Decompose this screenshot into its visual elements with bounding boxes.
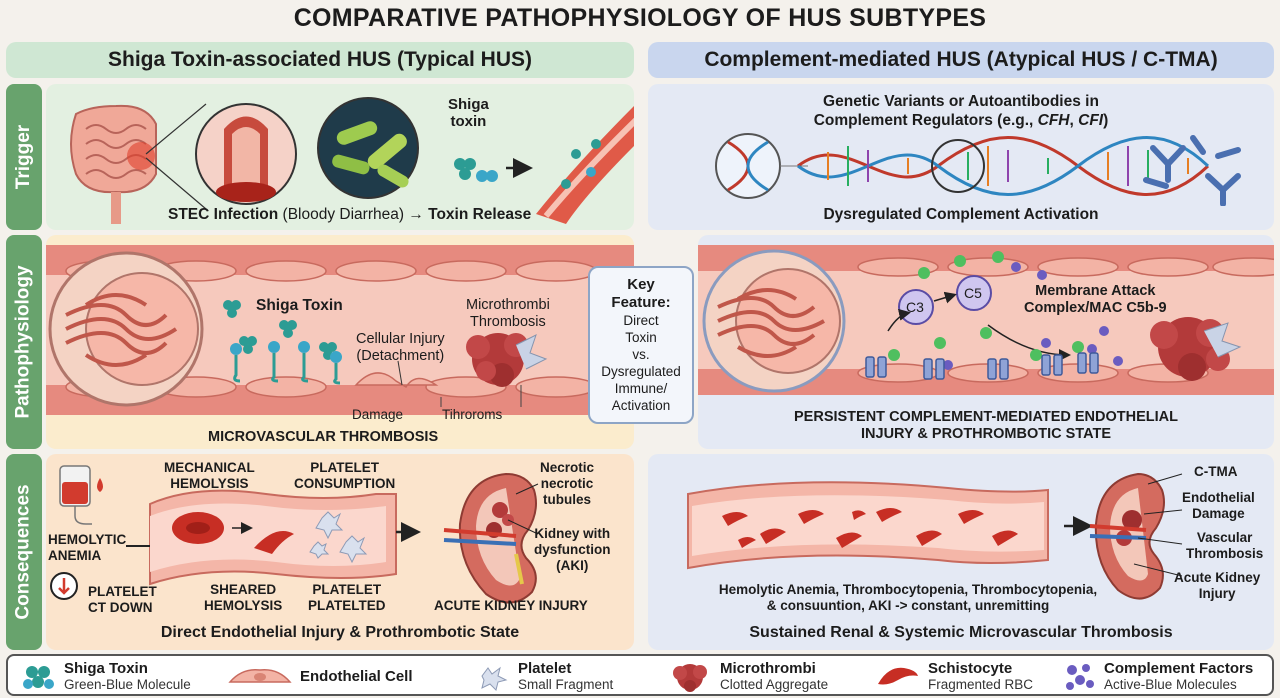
ctma-label: C-TMA [1194,464,1238,479]
toxin-receptors-icon [223,300,342,385]
platelet-platelted-label: PLATELET PLATELTED [308,582,386,613]
patho-left-panel: Shiga Toxin Cellular Injury (Detachment)… [46,235,634,449]
cell-injury-icon [354,360,439,389]
complement-factors-icon [1066,663,1094,690]
trigger-left-illustration [70,97,634,224]
mac-label: Membrane Attack Complex/MAC C5b-9 [1024,283,1167,316]
glomerulus-right-icon [702,249,846,393]
patho-left-caption: MICROVASCULAR THROMBOSIS [208,429,439,445]
blood-vessel-icon [536,106,634,224]
necrotic-tubules-label: Necrotic necrotic tubules [540,460,595,507]
conseq-right-caption: Sustained Renal & Systemic Microvascular… [749,624,1173,641]
endothelial-cell-icon [228,669,292,683]
bloody-mucosa-icon [195,103,297,205]
autoantibody-icon [1143,135,1241,206]
row-label-consequences: Consequences [6,454,42,650]
left-column-header: Shiga Toxin-associated HUS (Typical HUS) [6,42,634,78]
blood-bag-icon [59,465,103,525]
complement-factors-icon [888,251,1123,370]
shiga-toxin-label: Shiga toxin [448,96,489,130]
microthrombi-icon [673,663,707,692]
shiga-toxin-icon [23,665,54,689]
intestine-icon [70,104,157,224]
platelet-consumption-label: PLATELET CONSUMPTION [294,460,396,491]
page-title: COMPARATIVE PATHOPHYSIOLOGY OF HUS SUBTY… [293,4,987,32]
sheared-hemolysis-label: SHEARED HEMOLYSIS [204,582,283,613]
shiga-toxin-molecules-icon [454,158,498,182]
tihroroms-label: Tihroroms [442,407,503,422]
ecoli-bacteria-icon [317,97,419,199]
key-feature-body: Direct Toxin vs. Dysregulated Immune/ Ac… [601,313,681,413]
conseq-right-text: Hemolytic Anemia, Thrombocytopenia, Thro… [718,582,1098,613]
conseq-left-panel: HEMOLYTIC ANEMIA PLATELET CT DOWN MECHAN… [46,454,634,650]
damage-label: Damage [352,407,404,422]
glomerulus-icon [48,251,204,407]
mechanical-hemolysis-label: MECHANICAL HEMOLYSIS [164,460,255,491]
acute-kidney-injury-label: ACUTE KIDNEY INJURY [434,598,588,613]
platelet-ct-down-label: PLATELET CT DOWN [88,584,157,615]
kidney-dysfunction-label: Kidney with dysfunction (AKI) [534,526,611,573]
acute-kidney-injury-right-label: Acute Kidney Injury [1174,570,1261,601]
patho-right-panel: C3 C5 Membrane Attack Complex/MAC C5b-9 … [698,235,1274,449]
right-column-header: Complement-mediated HUS (Atypical HUS / … [648,42,1274,78]
dna-illustration [715,133,1241,206]
kidney-right-icon [1089,472,1183,600]
platelet-icon [309,511,368,564]
platelet-icon [481,666,508,691]
hemolytic-anemia-label: HEMOLYTIC ANEMIA [48,532,127,563]
trigger-left-panel: Shiga toxin STEC Infection (Bloody Diarr… [46,84,634,230]
schistocyte-icon [878,667,918,684]
conseq-left-caption: Direct Endothelial Injury & Prothromboti… [160,624,520,641]
c3-label: C3 [906,299,924,315]
complement-cascade-icon [887,275,1071,361]
vessel-tube-right-icon [687,481,1093,570]
trigger-right-panel: Genetic Variants or Autoantibodies in Co… [648,84,1274,230]
microthrombus-icon [466,333,548,387]
endothelial-damage-label: Endothelial Damage [1182,490,1255,521]
key-feature-heading: Key Feature: [611,276,671,311]
c5-label: C5 [964,285,982,301]
row-label-trigger: Trigger [6,84,42,230]
conseq-right-illustration [687,472,1183,600]
patho-right-illustration [698,245,1274,395]
patho-shiga-toxin-label: Shiga Toxin [256,297,343,314]
conseq-right-panel: C-TMA Endothelial Damage Vascular Thromb… [648,454,1274,650]
red-blood-cell-icon [172,512,294,554]
mac-pores-icon [865,352,1099,380]
trigger-right-caption: Dysregulated Complement Activation [823,206,1099,223]
row-label-pathophysiology: Pathophysiology [6,235,42,449]
dna-icon [715,133,1210,199]
platelet-count-down-icon [50,572,78,600]
vascular-thrombosis-label: Vascular Thrombosis [1186,530,1264,561]
trigger-left-caption: STEC Infection (Bloody Diarrhea) → Toxin… [168,206,532,223]
trigger-right-heading: Genetic Variants or Autoantibodies in Co… [813,93,1109,129]
key-feature-box: Key Feature: Direct Toxin vs. Dysregulat… [588,266,694,424]
patho-left-illustration [46,245,634,415]
legend-item-endothelial-cell: Endothelial Cell [228,664,413,688]
patho-right-caption: PERSISTENT COMPLEMENT-MEDIATED ENDOTHELI… [794,409,1178,442]
cellular-injury-label: Cellular Injury (Detachment) [356,331,445,364]
microthrombi-label: Microthrombi Thrombosis [466,297,550,330]
microthrombus-right-icon [1150,317,1242,381]
conseq-left-illustration [50,465,539,604]
kidney-icon [443,472,539,604]
